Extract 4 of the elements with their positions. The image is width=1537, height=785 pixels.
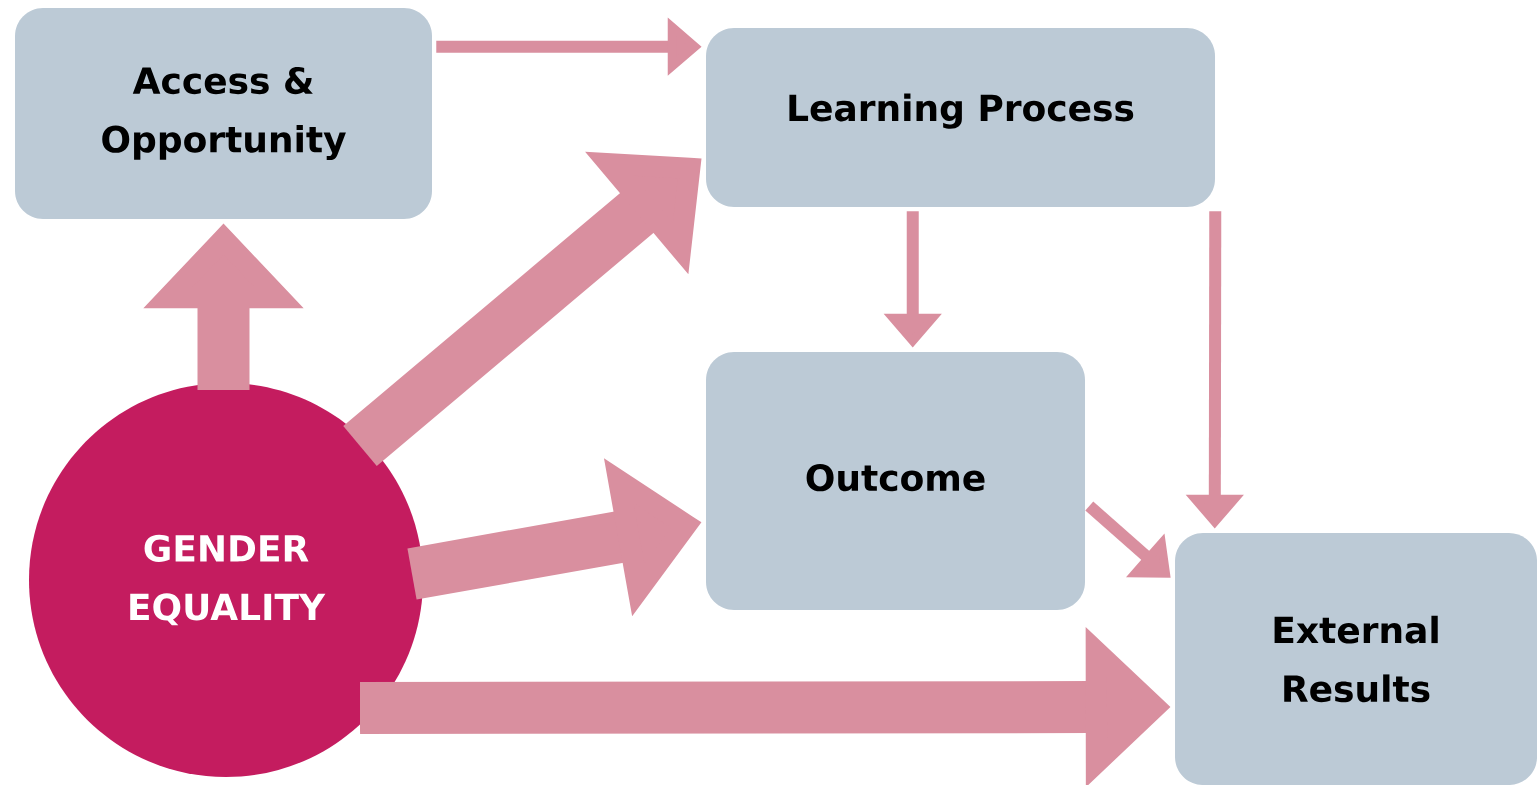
process-box: Access & Opportunity (15, 8, 432, 219)
process-box: Outcome (706, 352, 1085, 610)
process-box: External Results (1175, 533, 1537, 785)
process-box: Learning Process (706, 28, 1215, 207)
